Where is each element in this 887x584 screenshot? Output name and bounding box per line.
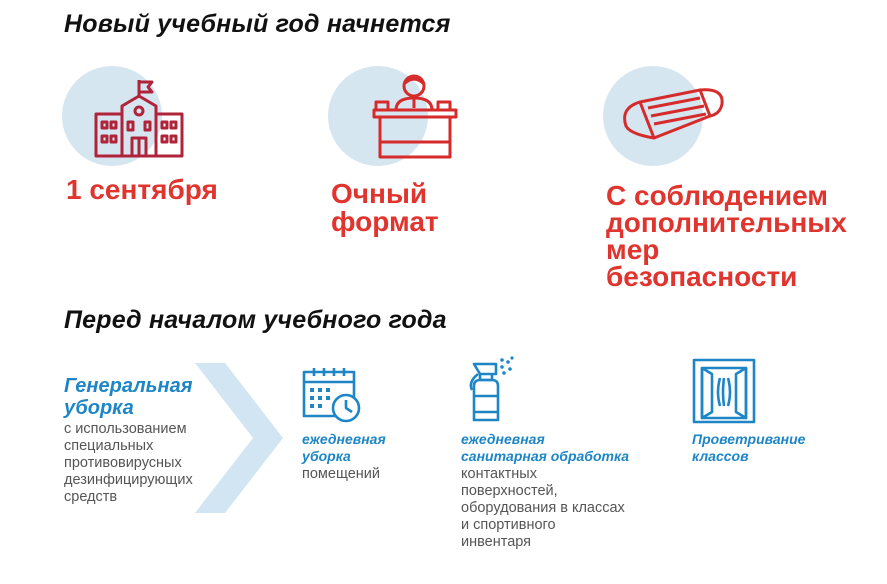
- sanitary-bold-2: санитарная обработка: [461, 448, 630, 464]
- general-cleaning-title-2: уборка: [64, 397, 134, 419]
- sanitary-desc-4: и спортивного: [461, 517, 556, 533]
- general-desc-2: специальных: [64, 438, 154, 454]
- airing-bold-2: классов: [692, 448, 749, 464]
- section-title-new-year: Новый учебный год начнется: [64, 10, 451, 38]
- safety-line1: С соблюдением: [606, 180, 828, 211]
- general-desc-5: средств: [64, 489, 118, 505]
- chevron-arrow-icon: [195, 363, 283, 513]
- calendar-clock-icon: [302, 368, 361, 423]
- start-date-text: 1 сентября: [66, 174, 218, 205]
- school-icon: [94, 80, 184, 158]
- format-line2: формат: [331, 206, 439, 237]
- sanitary-desc-2: поверхностей,: [461, 483, 558, 499]
- general-cleaning-title-1: Генеральная: [64, 375, 193, 397]
- sanitary-desc-5: инвентаря: [461, 534, 532, 550]
- teacher-desk-icon: [372, 74, 458, 159]
- sanitary-desc-3: оборудования в классах: [461, 500, 625, 516]
- face-mask-icon: [623, 88, 724, 140]
- daily-cleaning-desc-1: помещений: [302, 466, 380, 482]
- general-desc-1: с использованием: [64, 421, 187, 437]
- daily-cleaning-bold-1: ежедневная: [302, 431, 386, 447]
- section-title-before-year: Перед началом учебного года: [64, 306, 447, 334]
- sanitary-desc-1: контактных: [461, 466, 537, 482]
- open-window-icon: [692, 358, 756, 424]
- general-desc-3: противовирусных: [64, 455, 182, 471]
- spray-bottle-icon: [469, 356, 514, 422]
- format-line1: Очный: [331, 178, 428, 209]
- safety-line3: мер: [606, 234, 660, 265]
- airing-bold-1: Проветривание: [692, 431, 806, 447]
- general-desc-4: дезинфицирующих: [64, 472, 193, 488]
- daily-cleaning-bold-2: уборка: [302, 448, 351, 464]
- safety-line4: безопасности: [606, 261, 798, 292]
- safety-line2: дополнительных: [606, 207, 847, 238]
- sanitary-bold-1: ежедневная: [461, 431, 545, 447]
